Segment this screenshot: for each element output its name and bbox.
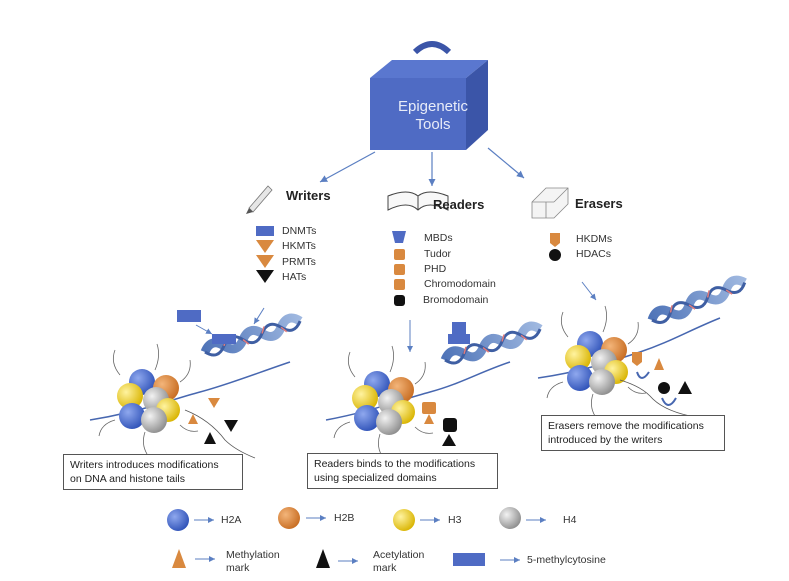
- key-histones: [167, 507, 546, 531]
- arrow-to-erasers: [487, 147, 525, 179]
- key-acetylation-line1: Acetylation: [373, 549, 425, 561]
- dnmt-marker: [256, 226, 274, 236]
- readers-nucleosome-illustration: [325, 320, 542, 457]
- key-h2b-label: H2B: [334, 512, 355, 524]
- key-methylation-line1: Methylation: [226, 549, 280, 561]
- writers-item-hkmts: HKMTs: [282, 240, 316, 252]
- writers-caption: Writers introduces modifications on DNA …: [63, 454, 243, 490]
- readers-item-tudor: Tudor: [424, 248, 452, 260]
- writers-item-hats: HATs: [282, 271, 307, 283]
- key-methylation-label: Methylation mark: [226, 549, 280, 575]
- writers-nucleosome-illustration: [89, 307, 302, 459]
- key-h2a-label: H2A: [221, 514, 242, 526]
- chromodomain-marker: [394, 279, 405, 290]
- readers-title: Readers: [433, 197, 485, 212]
- key-acetylation-label: Acetylation mark: [373, 549, 424, 575]
- hdac-marker: [549, 249, 561, 261]
- key-h3-label: H3: [448, 514, 462, 526]
- key-marks: [172, 549, 520, 568]
- mbd-marker: [392, 231, 406, 243]
- writers-caption-line2: on DNA and histone tails: [70, 473, 185, 485]
- epigenetic-tools-title: Epigenetic Tools: [378, 98, 488, 134]
- phd-marker: [394, 264, 405, 275]
- pencil-icon: [246, 185, 273, 214]
- readers-item-bromodomain: Bromodomain: [423, 294, 489, 306]
- bromodomain-marker: [394, 295, 405, 306]
- erasers-nucleosome-illustration: [537, 277, 747, 417]
- prmt-marker: [256, 255, 274, 268]
- readers-caption-line1: Readers binds to the modifications: [314, 458, 476, 470]
- tudor-marker: [394, 249, 405, 260]
- title-line2: Tools: [415, 116, 451, 133]
- writers-caption-line1: Writers introduces modifications: [70, 459, 219, 471]
- erasers-item-hdacs: HDACs: [576, 248, 612, 260]
- key-h4-label: H4: [563, 514, 577, 526]
- erasers-item-hkdms: HKDMs: [576, 233, 613, 245]
- key-5mc-label: 5-methylcytosine: [527, 554, 606, 566]
- key-acetylation-line2: mark: [373, 562, 397, 574]
- readers-caption-line2: using specialized domains: [314, 472, 437, 484]
- title-line1: Epigenetic: [397, 98, 469, 115]
- eraser-icon: [531, 187, 569, 219]
- book-icon: [387, 191, 449, 211]
- hkmt-marker: [256, 240, 274, 253]
- arrow-to-writers: [319, 151, 376, 183]
- hkdm-marker: [550, 233, 560, 247]
- writers-title: Writers: [286, 188, 331, 203]
- readers-item-phd: PHD: [424, 263, 447, 275]
- erasers-caption-line2: introduced by the writers: [548, 434, 663, 446]
- writers-item-dnmts: DNMTs: [282, 225, 317, 237]
- toolbox-icon: [370, 41, 488, 150]
- writers-item-prmts: PRMTs: [282, 256, 316, 268]
- readers-caption: Readers binds to the modifications using…: [307, 453, 498, 489]
- readers-item-chromodomain: Chromodomain: [424, 278, 496, 290]
- erasers-title: Erasers: [575, 196, 623, 211]
- readers-item-mbds: MBDs: [424, 232, 453, 244]
- erasers-caption-line1: Erasers remove the modifications: [548, 420, 704, 432]
- key-methylation-line2: mark: [226, 562, 250, 574]
- hat-marker: [256, 270, 274, 283]
- erasers-caption: Erasers remove the modifications introdu…: [541, 415, 725, 451]
